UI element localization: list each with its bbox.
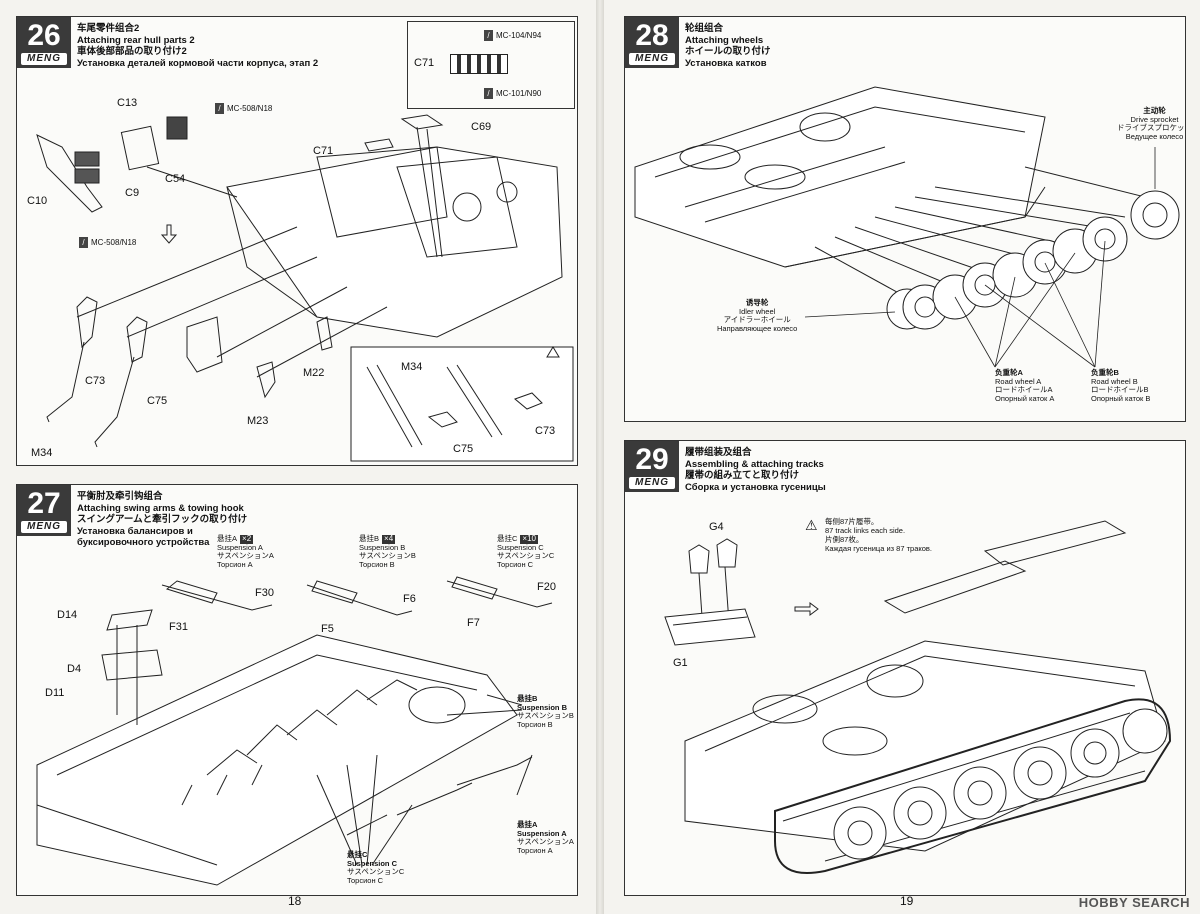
- brand-logo: MENG: [629, 53, 675, 65]
- step-titles: 轮组组合 Attaching wheels ホイールの取り付け Установк…: [685, 23, 771, 69]
- mc-callout-top: /MC-104/N94: [484, 30, 541, 41]
- part-label: M34: [31, 447, 53, 459]
- part-label: C75: [453, 443, 474, 455]
- brush-icon: /: [215, 103, 224, 114]
- step-26-drawing: [36, 114, 574, 462]
- step-badge: 29 MENG: [625, 441, 679, 492]
- step-number: 29: [635, 443, 669, 476]
- step-27-drawing: [36, 576, 553, 886]
- part-label: C13: [117, 97, 138, 109]
- part-label: C73: [85, 375, 106, 387]
- part-label: C54: [165, 173, 186, 185]
- part-label: F30: [255, 587, 274, 599]
- title-jp: 履帯の組み立てと取り付け: [685, 470, 800, 481]
- title-en: Attaching rear hull parts 2: [77, 34, 195, 46]
- page-number: 18: [288, 894, 302, 908]
- right-page: 28 MENG 轮组组合 Attaching wheels ホイールの取り付け …: [604, 0, 1200, 914]
- part-label: F20: [537, 581, 556, 593]
- step-29-panel: 29 MENG 履带组装及组合 Assembling & attaching t…: [624, 440, 1186, 896]
- watermark: HOBBY SEARCH: [1078, 895, 1190, 910]
- part-label: F7: [467, 617, 480, 629]
- title-jp: ホイールの取り付け: [685, 46, 771, 57]
- title-cn: 履带组装及组合: [685, 447, 752, 458]
- step-28-drawing: [634, 86, 1180, 368]
- brush-icon: /: [484, 30, 493, 41]
- step-number: 27: [27, 487, 61, 520]
- page-number: 19: [900, 894, 914, 908]
- title-en: Assembling & attaching tracks: [685, 458, 824, 470]
- part-label: G4: [709, 521, 724, 533]
- part-label: C69: [471, 121, 492, 133]
- part-label: D11: [45, 687, 65, 699]
- title-cn: 车尾零件组合2: [77, 23, 140, 34]
- brush-icon: /: [484, 88, 493, 99]
- step-number: 28: [635, 19, 669, 52]
- part-label: F31: [169, 621, 188, 633]
- step-badge: 27 MENG: [17, 485, 71, 536]
- brand-logo: MENG: [21, 521, 67, 533]
- title-en: Attaching wheels: [685, 34, 764, 46]
- page-gutter: [596, 0, 604, 914]
- part-label: D14: [57, 609, 78, 621]
- step-28-panel: 28 MENG 轮组组合 Attaching wheels ホイールの取り付け …: [624, 16, 1186, 422]
- mc-callout-bottom: /MC-101/N90: [484, 88, 541, 99]
- mc-callout-lower: /MC-508/N18: [79, 237, 136, 248]
- part-label: C71: [313, 145, 334, 157]
- part-label: C73: [535, 425, 556, 437]
- title-cn: 平衡肘及牵引钩组合: [77, 491, 163, 502]
- inset-part-drawing: [450, 54, 508, 74]
- part-label: C75: [147, 395, 168, 407]
- warning-icon: ⚠: [805, 517, 818, 533]
- title-ru: Установка балансиров и: [77, 525, 193, 537]
- step-titles: 履带组装及组合 Assembling & attaching tracks 履帯…: [685, 447, 826, 493]
- step-29-drawing: [664, 520, 1172, 874]
- title-jp: 車体後部部品の取り付け2: [77, 46, 187, 57]
- inset-part-label: C71: [414, 57, 435, 69]
- left-page: 26 MENG 车尾零件组合2 Attaching rear hull part…: [0, 0, 596, 914]
- part-label: M23: [247, 415, 269, 427]
- title-en: Attaching swing arms & towing hook: [77, 502, 244, 514]
- step-titles: 平衡肘及牵引钩组合 Attaching swing arms & towing …: [77, 491, 247, 549]
- brand-logo: MENG: [629, 477, 675, 489]
- brush-icon: /: [79, 237, 88, 248]
- title-ru: Установка катков: [685, 57, 767, 69]
- step-titles: 车尾零件组合2 Attaching rear hull parts 2 車体後部…: [77, 23, 318, 69]
- step-number: 26: [27, 19, 61, 52]
- part-label: G1: [673, 657, 688, 669]
- part-label: C10: [27, 195, 48, 207]
- part-label: D4: [67, 663, 82, 675]
- step-26-panel: 26 MENG 车尾零件组合2 Attaching rear hull part…: [16, 16, 578, 466]
- title-ru: Сборка и установка гусеницы: [685, 481, 826, 493]
- part-label: C9: [125, 187, 140, 199]
- title-cn: 轮组组合: [685, 23, 724, 34]
- part-label: M34: [401, 361, 423, 373]
- brand-logo: MENG: [21, 53, 67, 65]
- part-label: F5: [321, 623, 334, 635]
- step-badge: 26 MENG: [17, 17, 71, 68]
- title-ru: буксировочного устройства: [77, 537, 210, 548]
- part-label: M22: [303, 367, 325, 379]
- step-27-panel: 27 MENG 平衡肘及牵引钩组合 Attaching swing arms &…: [16, 484, 578, 896]
- part-label: F6: [403, 593, 416, 605]
- title-ru: Установка деталей кормовой части корпуса…: [77, 57, 319, 69]
- mc-callout-upper: /MC-508/N18: [215, 103, 272, 114]
- step-badge: 28 MENG: [625, 17, 679, 68]
- title-jp: スイングアームと牽引フックの取り付け: [77, 514, 248, 525]
- inset-box: C71 /MC-104/N94 /MC-101/N90: [407, 21, 575, 109]
- track-note: ⚠ 每侧87片履带。 87 track links each side. 片側8…: [805, 517, 932, 553]
